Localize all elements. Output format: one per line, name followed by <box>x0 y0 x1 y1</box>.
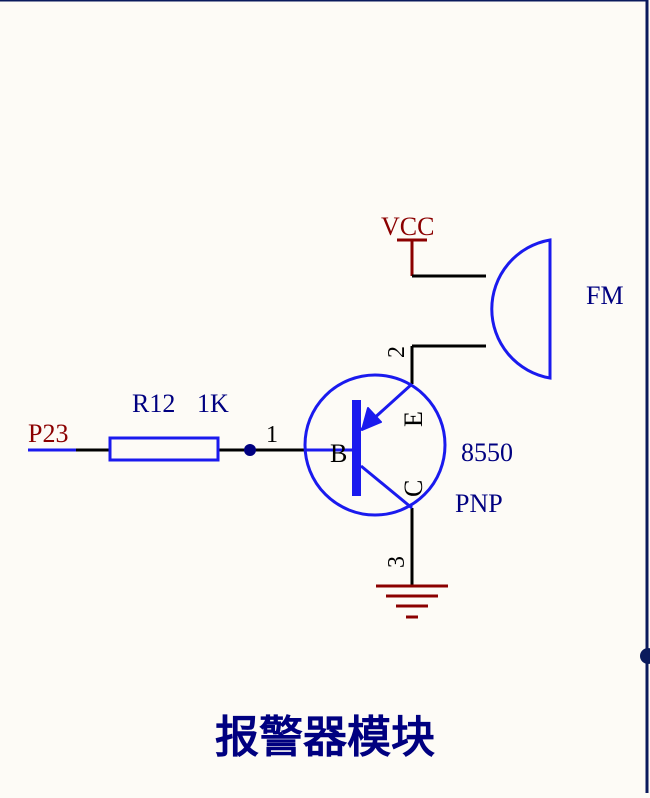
pin-collector-number: 3 <box>384 556 410 568</box>
resistor-value-label: 1K <box>197 389 229 418</box>
transistor-collector-leg <box>360 464 413 510</box>
base-letter: B <box>330 439 347 468</box>
transistor-type-label: PNP <box>455 489 503 518</box>
vcc-label: VCC <box>381 212 434 241</box>
wires <box>76 274 486 586</box>
resistor-r12: R12 1K <box>108 389 229 462</box>
transistor-emitter-arrow <box>361 407 382 431</box>
ground-symbol <box>376 584 448 619</box>
vcc-power-symbol: VCC <box>381 212 434 276</box>
pin-base-number: 1 <box>266 422 278 448</box>
resistor-ref-label: R12 <box>132 389 175 418</box>
buzzer-ref-label: FM <box>586 281 624 310</box>
transistor-q-8550: B E C 2 3 8550 PNP <box>303 346 513 568</box>
emitter-letter: E <box>399 411 428 427</box>
pin-emitter-number: 2 <box>384 346 410 358</box>
transistor-base-bar <box>352 400 361 496</box>
buzzer-fm: FM <box>490 238 624 380</box>
p23-label: P23 <box>28 419 68 448</box>
schematic-title: 报警器模块 <box>215 712 435 763</box>
junction-dot <box>244 444 256 456</box>
collector-letter: C <box>399 480 428 497</box>
transistor-part-label: 8550 <box>461 438 513 467</box>
frame-corner-dot <box>640 648 650 664</box>
net-p23: P23 <box>28 419 76 452</box>
